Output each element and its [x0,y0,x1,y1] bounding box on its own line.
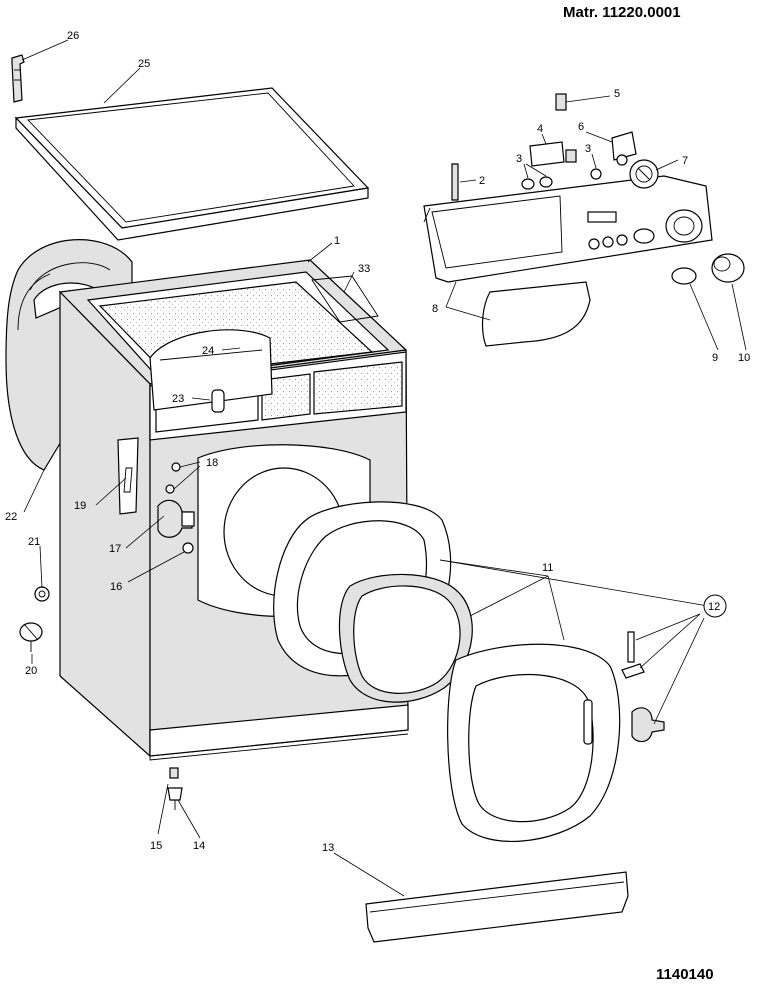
callout-1: 1 [334,235,340,247]
part-20-pressure-switch [19,622,43,652]
part-9-button [671,267,697,285]
part-8-control-panel [423,175,713,283]
callout-25: 25 [138,58,150,70]
part-5-connector [555,93,567,111]
callout-15: 15 [150,840,162,852]
part-23-drawer-recess [211,389,225,413]
callout-26: 26 [67,30,79,42]
part-4-pcb [529,141,577,167]
drawing-reference: Matr. 11220.0001 [563,4,681,21]
drawing-code: 1140140 [656,966,714,983]
part-19-door-lock [117,437,139,515]
callout-17: 17 [109,543,121,555]
callout-9: 9 [712,352,718,364]
callout-33: 33 [358,263,370,275]
detergent-drawer-front [481,281,591,347]
leader-lines [21,39,747,897]
callout-13: 13 [322,842,334,854]
callout-2: 2 [479,175,485,187]
part-33-drawer-housing [311,275,379,323]
callout-16: 16 [110,581,122,593]
callout-7: 7 [682,155,688,167]
callout-10: 10 [738,352,750,364]
callout-12-circle [703,594,727,618]
part-25-worktop [14,87,370,241]
callout-22: 22 [5,511,17,523]
callout-3a: 3 [516,153,522,165]
callout-3b: 3 [585,143,591,155]
callout-14: 14 [193,840,205,852]
callout-20: 20 [25,665,37,677]
part-7-selector [629,159,659,189]
callout-12: 12 [708,601,720,613]
part-13-kickplate [365,871,629,943]
part-12-hinge-parts [621,631,665,743]
callout-6: 6 [578,121,584,133]
part-17-hinge [157,499,195,538]
callout-8: 8 [432,303,438,315]
callout-11: 11 [542,562,553,574]
part-6-board [611,131,637,166]
part-26-hinge-clip [11,54,25,103]
part-10-programme-knob [711,253,745,283]
callout-5: 5 [614,88,620,100]
part-11-door [273,501,621,842]
part-24-drum [149,329,273,411]
callout-21: 21 [28,536,40,548]
callout-4: 4 [537,123,543,135]
callout-18: 18 [206,457,218,469]
part-2-light-guide [451,163,459,201]
part-16-bushes [182,542,194,554]
part-21-knob [34,586,50,602]
part-3-buttons [521,168,602,190]
callout-19: 19 [74,500,86,512]
callout-23: 23 [172,393,184,405]
callout-24: 24 [202,345,214,357]
part-15-foot-nut [169,767,179,779]
part-14-foot [167,787,183,810]
